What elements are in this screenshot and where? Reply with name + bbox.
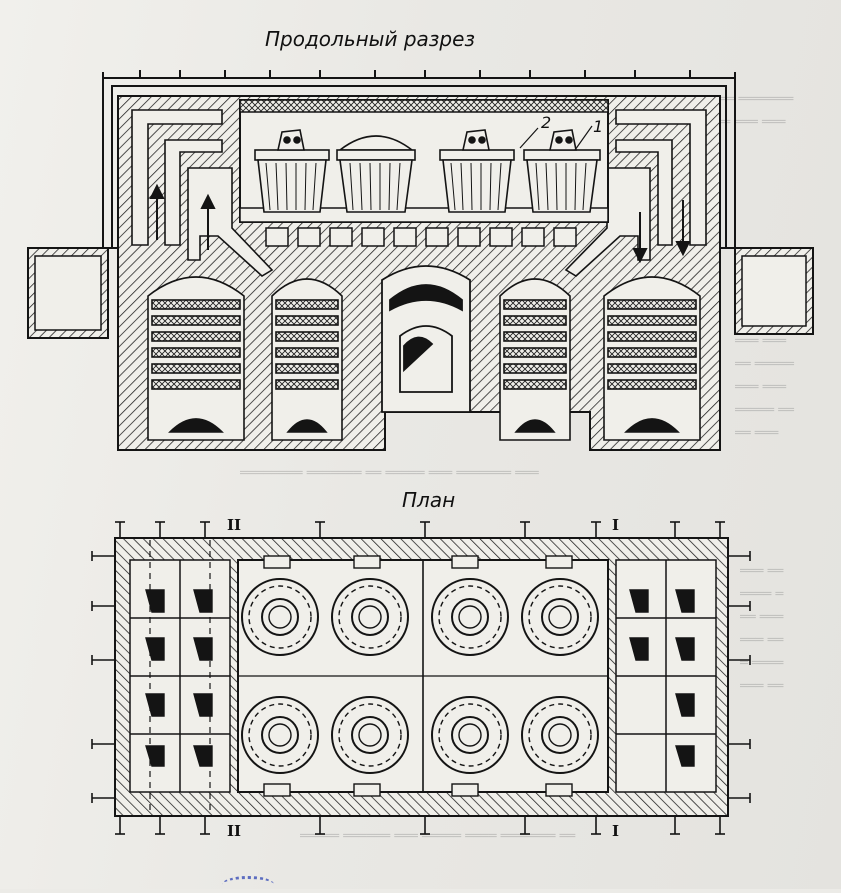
plan-right-flue-openings xyxy=(629,589,695,767)
plan-ports xyxy=(263,555,573,797)
regenerator-right-inner xyxy=(499,278,571,441)
section-mark-ii-bottom: II xyxy=(227,822,241,840)
plan-crucible xyxy=(331,696,409,774)
plan-crucible xyxy=(241,578,319,656)
plan-crucible xyxy=(331,578,409,656)
bleed-through-text: ════════ ═══════ ══ ═════ ═══ ═══════ ══… xyxy=(240,466,539,481)
plan-tie-rods xyxy=(91,521,751,835)
chamber-roof xyxy=(239,99,609,113)
plan-crucible xyxy=(241,696,319,774)
section-mark-i-bottom: I xyxy=(612,822,619,840)
crucible xyxy=(439,129,515,213)
plan-crucible xyxy=(431,696,509,774)
outer-frame xyxy=(102,70,736,248)
reversing-valve-chamber xyxy=(381,265,471,413)
bleed-through-text: ═══ ══════ ═══ ══════ ═══ ═══════ ══ xyxy=(740,564,784,694)
plan-crucible xyxy=(521,578,599,656)
ink-stamp-mark xyxy=(222,876,274,893)
longitudinal-section xyxy=(27,70,814,451)
flow-arrow-down-inner xyxy=(632,212,648,264)
ground-right xyxy=(700,247,814,335)
plan-view: II I II I xyxy=(91,516,751,840)
regenerator-right-outer xyxy=(603,276,701,441)
plan-crucible xyxy=(431,578,509,656)
crucible xyxy=(523,129,601,213)
section-mark-i-top: I xyxy=(612,516,619,534)
callout-1: 1 xyxy=(593,117,603,136)
callout-leaders xyxy=(519,125,593,151)
crucible xyxy=(254,129,330,213)
bleed-through-text: ═══ ═════ ════════ ════════ ════ ═══ xyxy=(735,334,794,441)
plan-crucible xyxy=(521,696,599,774)
ground-left xyxy=(27,247,140,339)
burner-ports xyxy=(265,227,577,247)
flow-arrow-down-right xyxy=(675,200,691,257)
crucible xyxy=(336,135,416,213)
plan-left-regenerator xyxy=(129,559,231,793)
plan-dashed-lines xyxy=(149,540,211,816)
plan-title: План xyxy=(402,488,455,512)
callout-2: 2 xyxy=(541,113,551,132)
section-title: Продольный разрез xyxy=(265,27,475,51)
flow-arrow-up-left xyxy=(149,183,165,240)
crucible-row xyxy=(254,129,601,213)
plan-crucibles xyxy=(241,578,599,774)
regenerator-left-inner xyxy=(271,278,343,441)
flow-arrow-up-inner xyxy=(200,193,216,250)
chamber-floor xyxy=(239,207,609,223)
regenerator-left-outer xyxy=(147,276,245,441)
section-mark-ii-top: II xyxy=(227,516,241,534)
